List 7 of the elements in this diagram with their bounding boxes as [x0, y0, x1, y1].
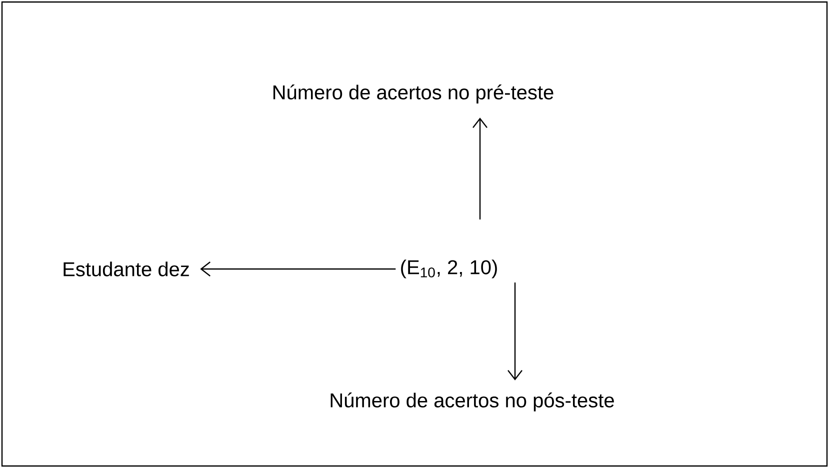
text-label: Estudante dez	[64, 262, 189, 276]
arrow	[508, 282, 522, 380]
arrow	[472, 118, 488, 220]
text-label: (E$_{10}$, 2, 10)	[401, 260, 497, 278]
arrow	[200, 262, 396, 276]
text-label: Número de acertos no pré-teste	[273, 84, 554, 104]
text-label: Número de acertos no pós-teste	[330, 392, 614, 412]
